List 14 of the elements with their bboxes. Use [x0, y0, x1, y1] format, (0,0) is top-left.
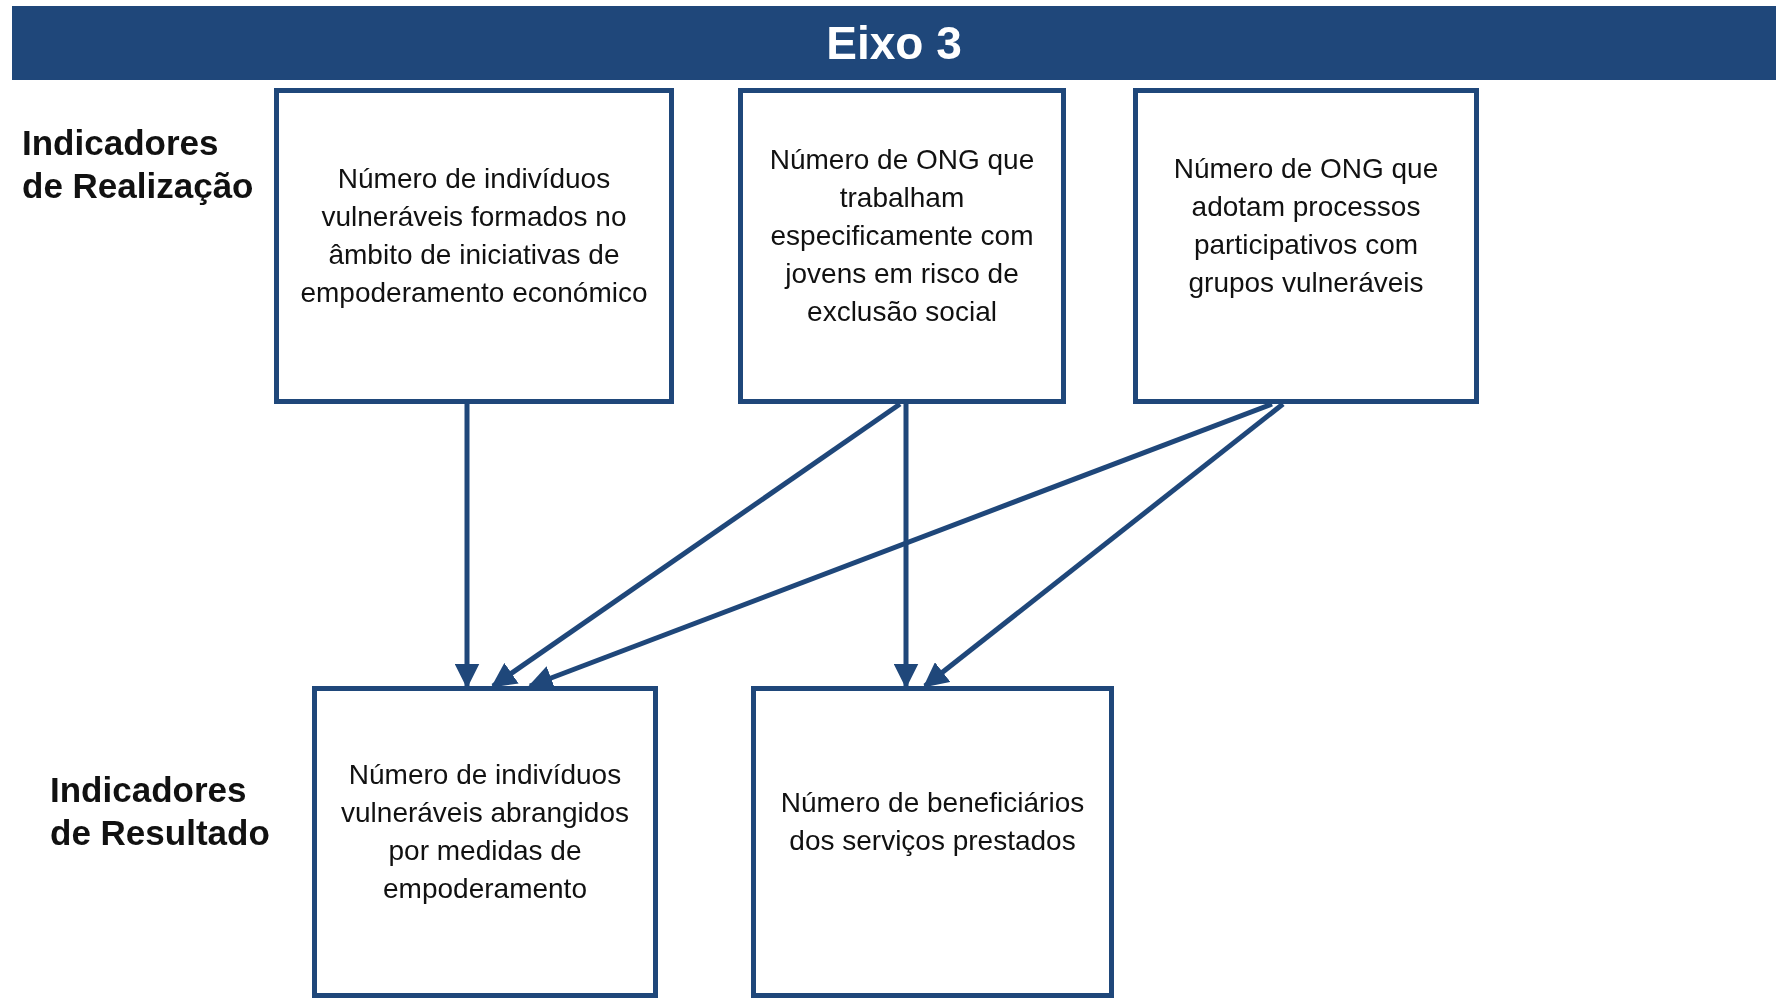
row-heading: Indicadores de Realização [22, 122, 255, 207]
indicator-text: Número de ONG que adotam processos participativos com grupos vulneráveis [1172, 152, 1440, 300]
indicator-text: Número de indivíduos vulneráveis abrangidos por medidas de empoderamento [340, 758, 630, 906]
indicator-text: Número de beneficiários dos serviços prestados [779, 786, 1086, 858]
indicator-box [274, 88, 674, 404]
row-heading: Indicadores de Resultado [50, 769, 271, 854]
indicator-text: Número de indivíduos vulneráveis formados no âmbito de iniciativas de empoderamento económico [299, 162, 649, 310]
indicator-box [738, 88, 1066, 404]
indicator-box [312, 686, 658, 998]
arrow [923, 402, 1285, 688]
title: Eixo 3 [826, 16, 962, 70]
indicator-text: Número de ONG que trabalham especificamente com jovens em risco de exclusão social [768, 143, 1036, 329]
indicator-box [751, 686, 1114, 998]
indicator-box [1133, 88, 1479, 404]
